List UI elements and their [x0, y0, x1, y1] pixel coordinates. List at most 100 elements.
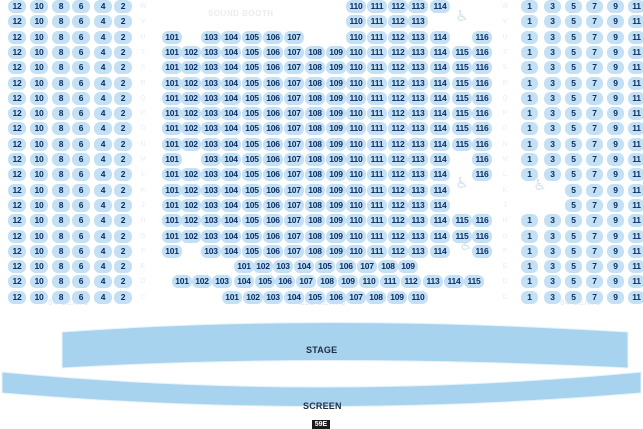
seat-T-106[interactable]: 106: [263, 45, 283, 59]
seat-T-114[interactable]: 114: [430, 45, 450, 59]
seat-M-113[interactable]: 113: [408, 153, 428, 166]
seat-N-2[interactable]: 2: [114, 137, 132, 151]
seat-O-104[interactable]: 104: [221, 122, 241, 136]
seat-J-111[interactable]: 111: [367, 198, 387, 212]
seat-L-1[interactable]: 1: [521, 168, 538, 182]
seat-F-113[interactable]: 113: [408, 244, 428, 258]
seat-J-108[interactable]: 108: [305, 198, 325, 212]
seat-D-10[interactable]: 10: [30, 275, 48, 289]
seat-J-109[interactable]: 109: [326, 198, 346, 212]
seat-N-8[interactable]: 8: [52, 137, 70, 151]
seat-N-5[interactable]: 5: [565, 137, 582, 151]
wheelchair-icon[interactable]: ♿: [459, 237, 473, 254]
seat-P-116[interactable]: 116: [472, 107, 492, 121]
seat-V-3[interactable]: 3: [544, 15, 561, 29]
seat-K-5[interactable]: 5: [565, 183, 582, 197]
seat-G-7[interactable]: 7: [586, 229, 603, 243]
seat-S-109[interactable]: 109: [326, 61, 346, 75]
seat-S-112[interactable]: 112: [388, 61, 408, 75]
seat-M-1[interactable]: 1: [521, 153, 538, 166]
seat-L-11[interactable]: 11: [628, 168, 643, 182]
seat-P-110[interactable]: 110: [346, 107, 366, 121]
seat-W-7[interactable]: 7: [586, 0, 603, 13]
seat-Q-111[interactable]: 111: [367, 91, 387, 105]
seat-U-2[interactable]: 2: [114, 30, 132, 44]
seat-M-3[interactable]: 3: [544, 153, 561, 166]
seat-M-114[interactable]: 114: [430, 153, 450, 166]
seat-Q-107[interactable]: 107: [284, 91, 304, 105]
seat-G-8[interactable]: 8: [52, 229, 70, 243]
seat-O-2[interactable]: 2: [114, 122, 132, 136]
seat-T-104[interactable]: 104: [221, 45, 241, 59]
seat-O-112[interactable]: 112: [388, 122, 408, 136]
seat-U-8[interactable]: 8: [52, 30, 70, 44]
seat-S-111[interactable]: 111: [367, 61, 387, 75]
seat-Q-112[interactable]: 112: [388, 91, 408, 105]
seat-N-114[interactable]: 114: [430, 137, 450, 151]
seat-R-4[interactable]: 4: [94, 76, 112, 90]
seat-C-103[interactable]: 103: [263, 290, 283, 304]
seat-W-3[interactable]: 3: [544, 0, 561, 13]
seat-D-111[interactable]: 111: [380, 275, 400, 289]
seat-D-103[interactable]: 103: [212, 275, 232, 289]
seat-P-115[interactable]: 115: [452, 107, 472, 121]
seat-H-106[interactable]: 106: [263, 214, 283, 228]
seat-F-7[interactable]: 7: [586, 244, 603, 258]
seat-V-12[interactable]: 12: [8, 15, 26, 29]
seat-O-1[interactable]: 1: [521, 122, 538, 136]
seat-J-11[interactable]: 11: [628, 198, 643, 212]
seat-W-4[interactable]: 4: [94, 0, 112, 13]
seat-R-113[interactable]: 113: [408, 76, 428, 90]
seat-S-115[interactable]: 115: [452, 61, 472, 75]
seat-N-12[interactable]: 12: [8, 137, 26, 151]
seat-F-110[interactable]: 110: [346, 244, 366, 258]
seat-R-3[interactable]: 3: [544, 76, 561, 90]
seat-R-102[interactable]: 102: [181, 76, 201, 90]
seat-E-10[interactable]: 10: [30, 260, 48, 274]
seat-H-113[interactable]: 113: [408, 214, 428, 228]
seat-H-101[interactable]: 101: [162, 214, 182, 228]
seat-U-107[interactable]: 107: [284, 30, 304, 44]
seat-T-103[interactable]: 103: [201, 45, 221, 59]
seat-Q-104[interactable]: 104: [221, 91, 241, 105]
seat-W-2[interactable]: 2: [114, 0, 132, 13]
seat-L-2[interactable]: 2: [114, 168, 132, 182]
seat-F-106[interactable]: 106: [263, 244, 283, 258]
seat-R-7[interactable]: 7: [586, 76, 603, 90]
seat-D-110[interactable]: 110: [359, 275, 379, 289]
seat-O-9[interactable]: 9: [607, 122, 624, 136]
seat-L-9[interactable]: 9: [607, 168, 624, 182]
seat-U-10[interactable]: 10: [30, 30, 48, 44]
seat-S-106[interactable]: 106: [263, 61, 283, 75]
seat-T-3[interactable]: 3: [544, 45, 561, 59]
seat-S-104[interactable]: 104: [221, 61, 241, 75]
seat-Q-12[interactable]: 12: [8, 91, 26, 105]
seat-W-114[interactable]: 114: [430, 0, 450, 13]
seat-T-1[interactable]: 1: [521, 45, 538, 59]
seat-P-1[interactable]: 1: [521, 107, 538, 121]
seat-P-114[interactable]: 114: [430, 107, 450, 121]
seat-K-101[interactable]: 101: [162, 183, 182, 197]
seat-L-3[interactable]: 3: [544, 168, 561, 182]
seat-V-1[interactable]: 1: [521, 15, 538, 29]
seat-F-12[interactable]: 12: [8, 244, 26, 258]
seat-W-111[interactable]: 111: [367, 0, 387, 13]
seat-N-107[interactable]: 107: [284, 137, 304, 151]
seat-U-114[interactable]: 114: [430, 30, 450, 44]
seat-F-5[interactable]: 5: [565, 244, 582, 258]
seat-E-9[interactable]: 9: [607, 260, 624, 274]
seat-L-6[interactable]: 6: [72, 168, 90, 182]
seat-F-104[interactable]: 104: [221, 244, 241, 258]
seat-C-104[interactable]: 104: [284, 290, 304, 304]
seat-E-12[interactable]: 12: [8, 260, 26, 274]
seat-M-4[interactable]: 4: [94, 153, 112, 166]
seat-N-103[interactable]: 103: [201, 137, 221, 151]
seat-O-6[interactable]: 6: [72, 122, 90, 136]
seat-H-2[interactable]: 2: [114, 214, 132, 228]
seat-L-107[interactable]: 107: [284, 168, 304, 182]
seat-R-112[interactable]: 112: [388, 76, 408, 90]
seat-W-6[interactable]: 6: [72, 0, 90, 13]
seat-V-9[interactable]: 9: [607, 15, 624, 29]
seat-D-102[interactable]: 102: [192, 275, 212, 289]
seat-H-4[interactable]: 4: [94, 214, 112, 228]
